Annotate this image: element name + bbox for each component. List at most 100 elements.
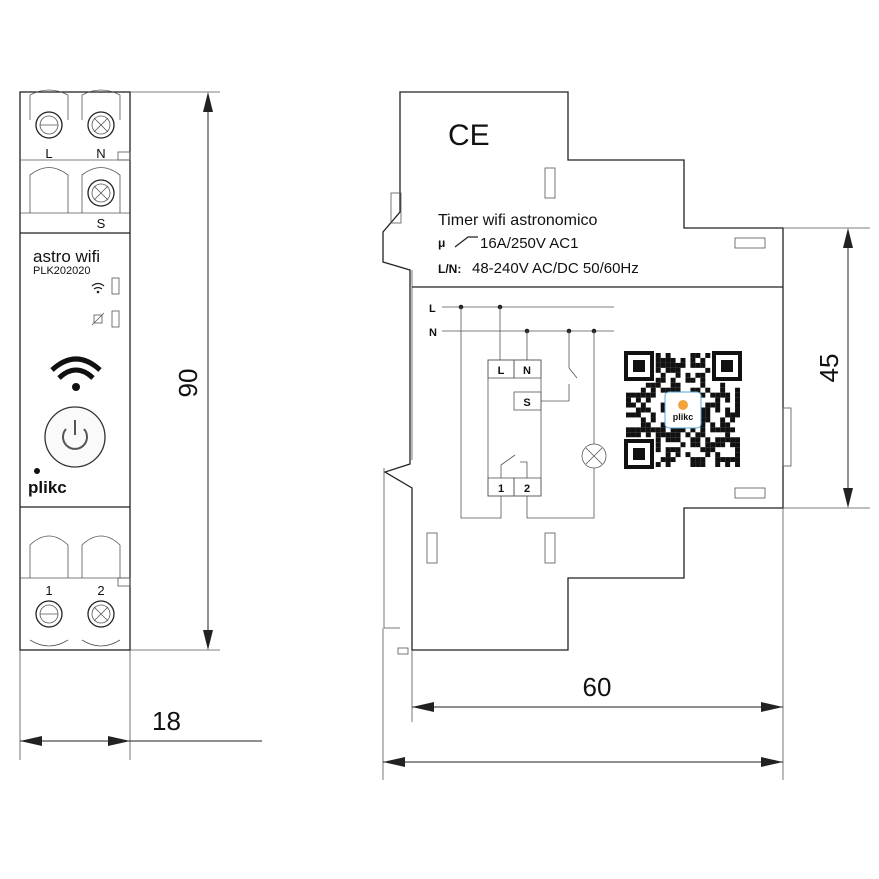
qr-module [635,412,641,418]
terminal-label-l: L [45,146,52,161]
supply-label: L/N: [438,262,461,276]
qr-module [635,407,641,413]
qr-module [700,382,706,388]
qr-module [705,412,711,418]
qr-module [690,362,696,368]
qr-module [720,422,726,428]
qr-module [640,407,646,413]
qr-module [705,407,711,413]
qr-module [695,362,701,368]
qr-module [715,427,721,433]
qr-module [725,422,731,428]
qr-module [635,392,641,398]
qr-module [645,407,651,413]
svg-text:N: N [429,327,437,339]
qr-module [685,452,691,458]
qr-module [660,362,666,368]
qr-module [690,437,696,443]
qr-module [626,412,631,418]
qr-module [655,437,661,443]
module-box [487,359,542,497]
qr-module [655,382,661,388]
qr-module [665,437,671,443]
qr-module [680,427,686,433]
qr-module [690,462,696,467]
qr-module [660,407,666,413]
qr-logo-text: plikc [673,412,694,422]
qr-module [626,402,631,408]
qr-module [665,353,671,358]
wifi-led-icon [91,277,120,295]
qr-module [710,392,716,398]
qr-module [735,402,740,408]
qr-module [735,387,740,393]
qr-module [705,447,711,453]
svg-text:S: S [523,397,530,409]
qr-module [720,387,726,393]
qr-module [650,382,656,388]
qr-module [690,457,696,463]
qr-module [700,462,706,467]
terminal-screw-n [81,89,121,139]
qr-module [675,387,681,393]
qr-module [670,362,676,368]
qr-module [735,447,740,453]
qr-module [700,407,706,413]
qr-module [635,427,641,433]
qr-module [710,442,716,448]
qr-module [720,417,726,423]
qr-module [640,402,646,408]
qr-module [690,357,696,363]
qr-module [690,427,696,433]
qr-module [630,427,636,433]
qr-module [655,442,661,448]
qr-module [660,402,666,408]
qr-module [735,412,740,418]
svg-text:45: 45 [814,354,844,383]
qr-module [720,457,726,463]
qr-module [650,387,656,393]
qr-module [670,377,676,383]
qr-module [655,447,661,453]
dimension-width-front: 18 [19,650,262,760]
svg-text:2: 2 [524,483,530,495]
qr-module [635,397,641,403]
power-button[interactable] [44,406,106,468]
qr-module [735,457,740,463]
relay-led-icon [91,310,120,328]
qr-module [655,357,661,363]
qr-module [705,437,711,443]
side-body-outline [382,91,784,651]
qr-module [630,412,636,418]
qr-module [715,437,721,443]
model-code: PLK202020 [33,265,91,277]
qr-module [725,462,731,467]
qr-module [730,457,736,463]
qr-module [660,422,666,428]
qr-module [690,353,696,358]
qr-module [655,362,661,368]
front-view: L N S astro wifi PLK202020 [19,89,131,651]
terminal-label-1: 1 [45,583,52,598]
qr-module [735,397,740,403]
qr-module [665,447,671,453]
qr-module [660,377,666,383]
terminal-screw-l [29,89,69,139]
qr-module [650,412,656,418]
qr-module [680,442,686,448]
qr-module [725,427,731,433]
side-view: CE Timer wifi astronomico μ 16A/250V AC1… [382,91,792,655]
qr-module [695,432,701,438]
clip-slot [544,532,556,564]
front-body-outline [19,91,131,651]
qr-module [626,392,631,398]
qr-module [695,442,701,448]
qr-module [670,382,676,388]
qr-module [665,462,671,467]
qr-module [710,427,716,433]
terminal-label-2: 2 [97,583,104,598]
qr-module [690,442,696,448]
clip-slot [544,167,556,199]
supply-text: 48-240V AC/DC 50/60Hz [472,260,639,277]
qr-module [645,427,651,433]
